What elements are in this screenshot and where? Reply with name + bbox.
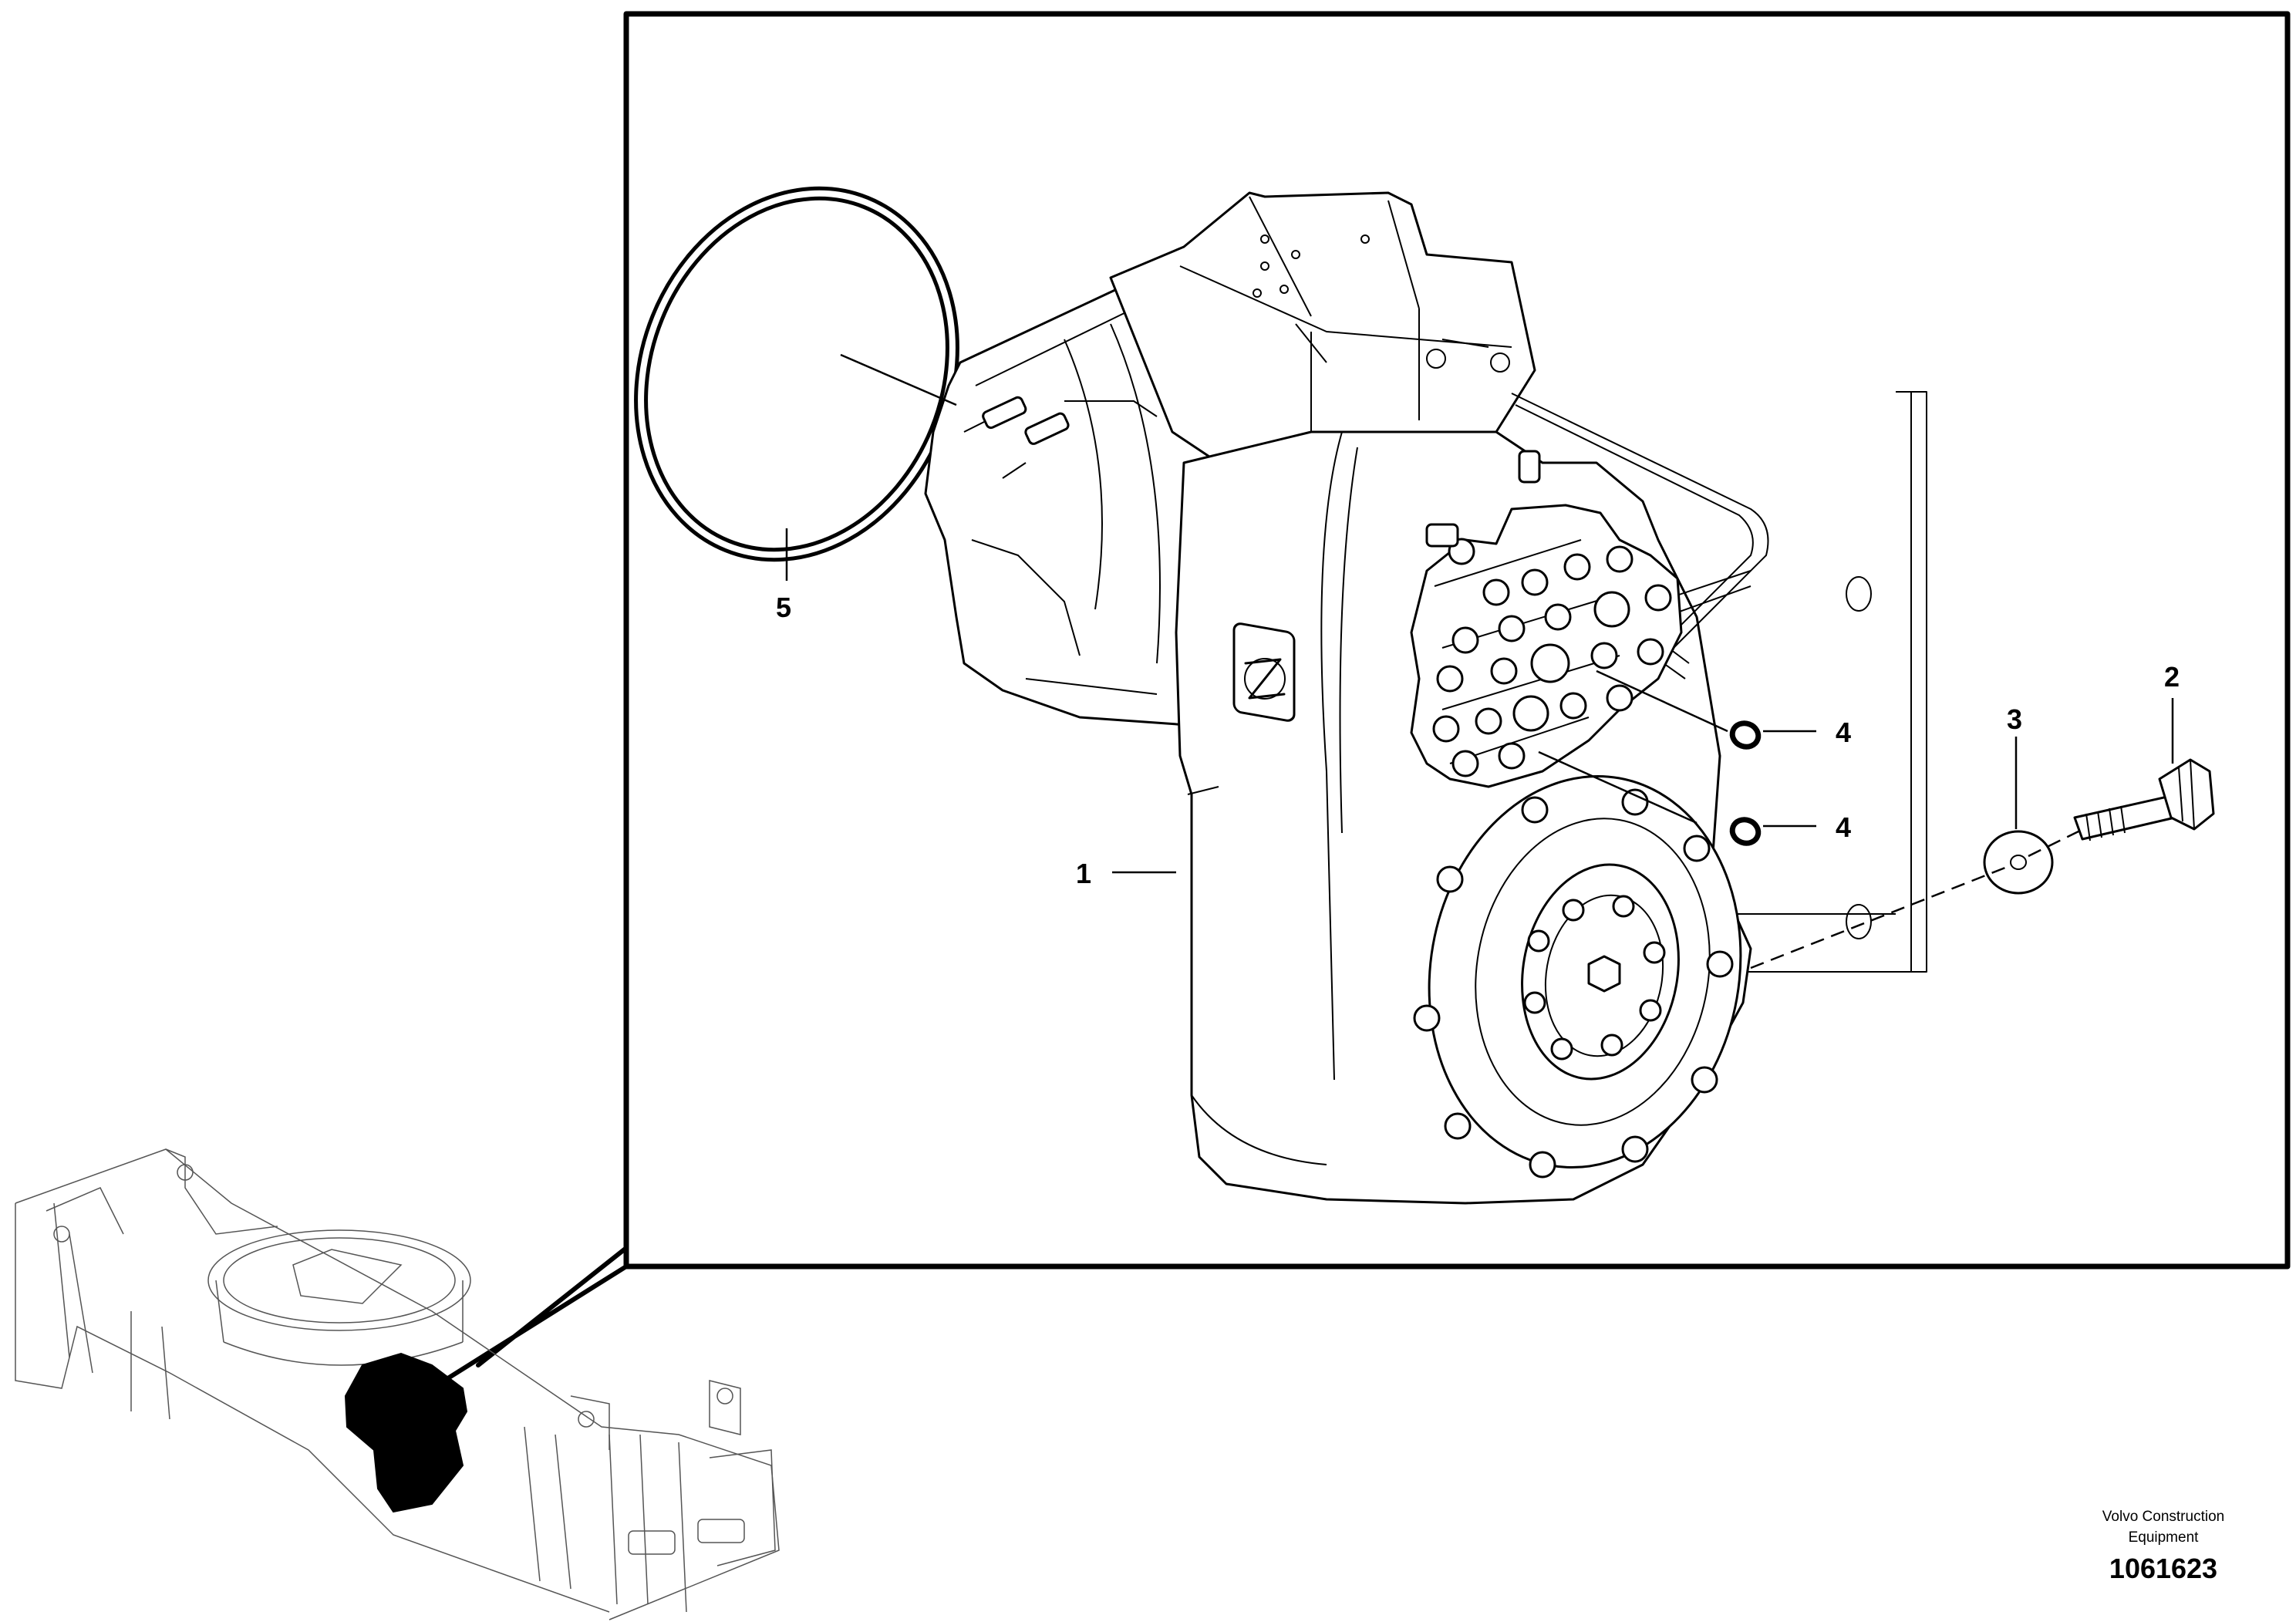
small-o-ring-upper [1729, 720, 1762, 750]
machine-frame-locator [15, 1148, 780, 1620]
washer [1983, 830, 2054, 895]
bolt [2073, 758, 2215, 841]
detail-frame [623, 11, 2291, 1270]
hydraulic-lines [1511, 393, 1769, 649]
callout-1: 1 [1076, 858, 1091, 889]
bolt-axis [1750, 830, 2079, 969]
callout-3: 3 [2007, 703, 2022, 735]
leader-5 [785, 353, 957, 581]
company-name-line2: Equipment [2129, 1529, 2200, 1546]
leader-4b [1538, 750, 1698, 824]
callout-4-lower: 4 [1836, 811, 1851, 843]
top-housing [1109, 191, 1536, 464]
breather-fittings [982, 396, 1158, 445]
leader-4a [1596, 669, 1728, 733]
company-name-line1: Volvo Construction [2102, 1509, 2224, 1525]
highlighted-transmission [344, 1352, 468, 1513]
zf-logo-icon [1232, 622, 1296, 722]
zoom-connector [430, 1246, 629, 1391]
callout-2: 2 [2164, 661, 2180, 693]
document-number: 1061623 [2109, 1553, 2217, 1584]
small-o-ring-lower [1729, 817, 1762, 846]
callout-4-upper: 4 [1836, 717, 1851, 748]
transmission-assembly [924, 191, 1769, 1205]
mounting-plate [1701, 391, 1927, 973]
control-valve-block [1410, 450, 1683, 788]
callout-5: 5 [776, 592, 791, 623]
output-flange [1413, 774, 1742, 1179]
